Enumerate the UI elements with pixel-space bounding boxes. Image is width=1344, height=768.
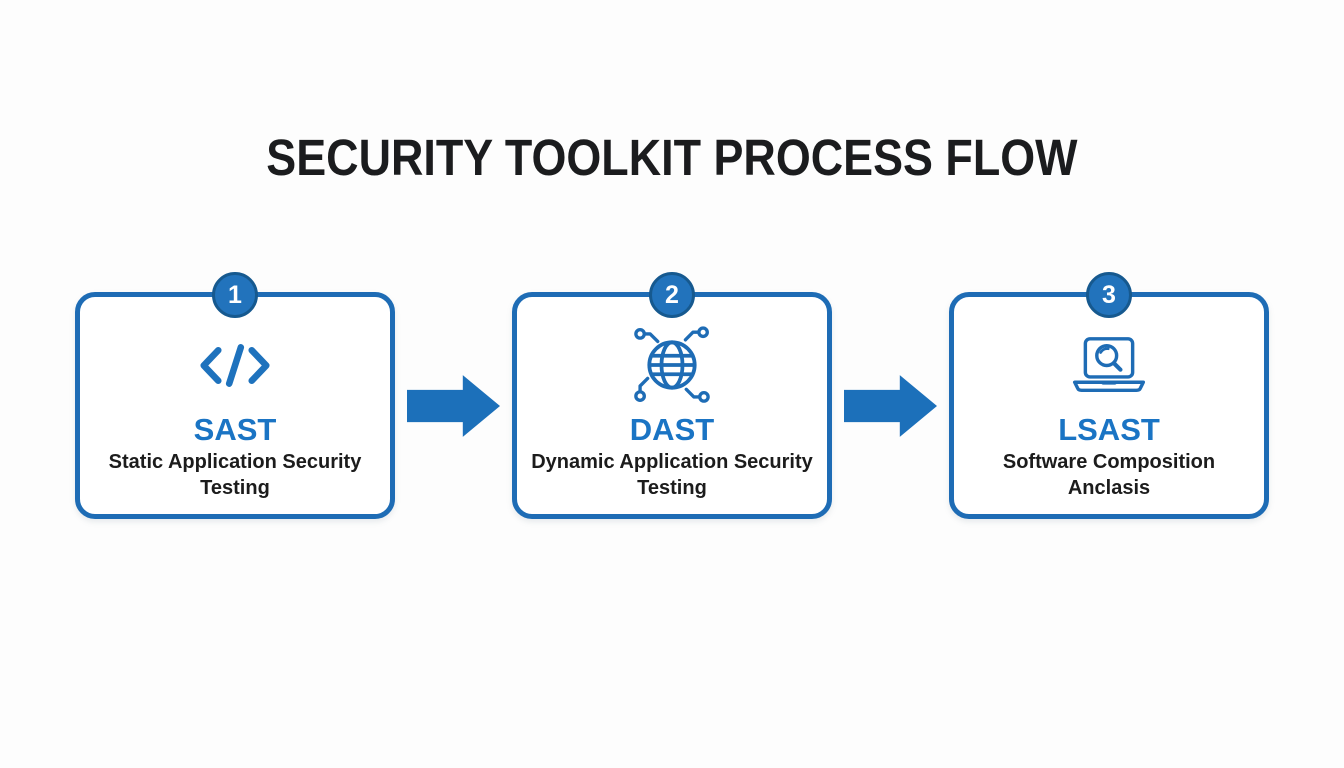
right-arrow-icon (844, 374, 937, 437)
step-description: Dynamic Application Security Testing (531, 449, 813, 501)
description-line: Testing (200, 477, 270, 499)
laptop-search-icon (1067, 319, 1151, 411)
page-title: SECURITY TOOLKIT PROCESS FLOW (266, 129, 1078, 186)
step-acronym: SAST (193, 412, 277, 447)
flow-arrow-1 (395, 292, 512, 519)
description-line: Software Composition (1002, 451, 1216, 473)
step-number: 3 (1102, 280, 1116, 309)
description-line: Anclasis (1067, 477, 1151, 499)
step-acronym: DAST (629, 412, 715, 447)
process-flow: 1 SAST Static Application Security Testi… (75, 272, 1269, 519)
step-acronym: LSAST (1058, 412, 1160, 447)
step-number: 2 (665, 280, 679, 309)
step-description: Software Composition Anclasis (1003, 449, 1215, 501)
step-number-badge: 1 (212, 272, 258, 318)
right-arrow-icon (407, 374, 500, 437)
description-line: Testing (637, 477, 707, 499)
step-card-sast: 1 SAST Static Application Security Testi… (75, 272, 395, 519)
step-number-badge: 3 (1086, 272, 1132, 318)
step-card-lsast: 3 LSAST Software Composition Anclasis (949, 272, 1269, 519)
globe-network-icon (630, 319, 714, 411)
step-card-dast: 2 DAST (512, 272, 832, 519)
step-number: 1 (228, 280, 242, 309)
code-icon (195, 319, 275, 411)
flow-arrow-2 (832, 292, 949, 519)
step-number-badge: 2 (649, 272, 695, 318)
description-line: Dynamic Application Security (531, 451, 813, 473)
title-container: SECURITY TOOLKIT PROCESS FLOW (0, 128, 1344, 187)
step-description: Static Application Security Testing (109, 449, 362, 501)
description-line: Static Application Security (108, 451, 362, 473)
